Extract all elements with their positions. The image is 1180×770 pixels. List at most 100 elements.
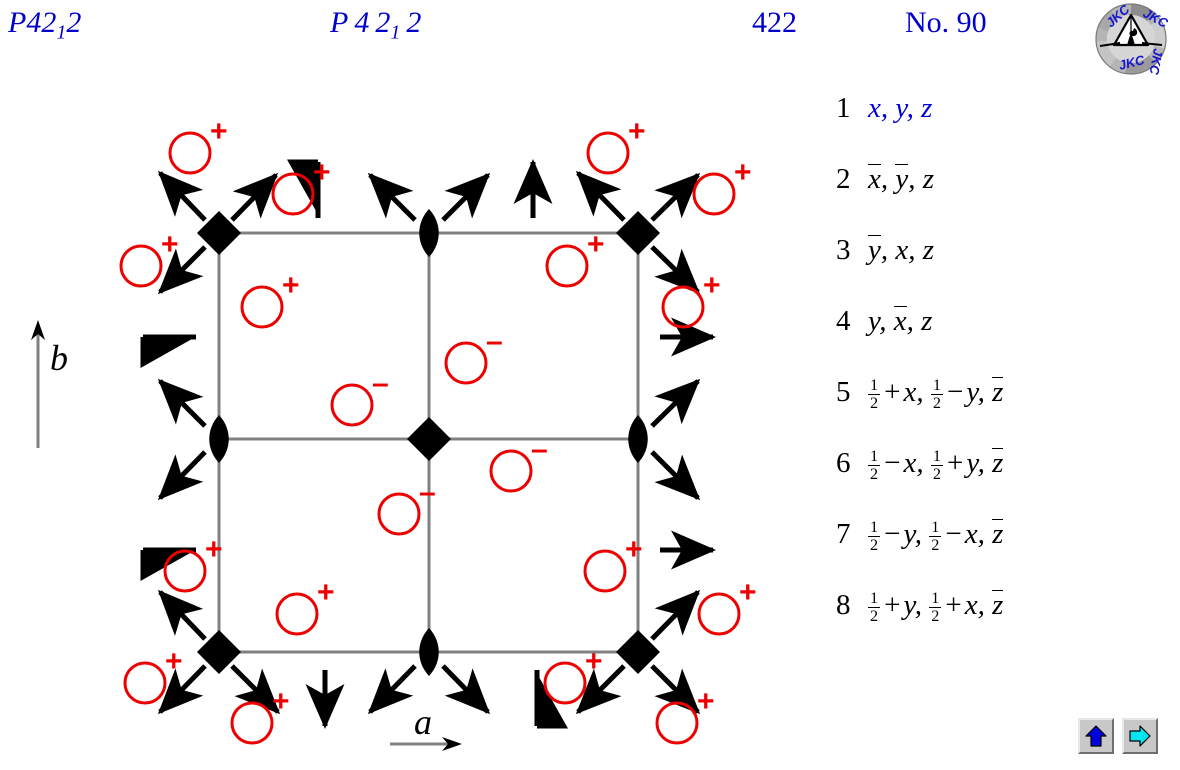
atom-circle <box>444 341 488 385</box>
atom-circle <box>163 549 207 593</box>
right-arrow-icon <box>1129 725 1151 747</box>
atom-sign: + <box>625 533 643 566</box>
atom-circle <box>583 549 627 593</box>
axis-a: a <box>390 702 462 751</box>
atom-sign: + <box>739 576 757 609</box>
atom-plus: + <box>586 115 646 175</box>
hm-symbol-short: P4212 <box>8 6 82 44</box>
symmetry-operations-list: 1 x, y, z 2 x, y, z 3 y, x, z 4 y, x, z … <box>836 86 1166 654</box>
atom-sign: + <box>317 576 335 609</box>
atom-plus: + <box>583 533 643 593</box>
operation-expression: x, y, z <box>868 163 935 195</box>
atom-circle <box>692 172 736 216</box>
general-position-atoms: + + + + + + + + – – – – + + + + + + + + <box>119 115 757 745</box>
atom-circle <box>275 592 319 636</box>
four-fold-axis-symbols <box>197 211 660 674</box>
atom-plus: + <box>275 576 335 636</box>
atom-circle <box>230 701 274 745</box>
axis-b: b <box>31 320 68 448</box>
atom-circle <box>240 285 284 329</box>
atom-plus: + <box>168 115 228 175</box>
atom-minus: – <box>330 367 389 427</box>
atom-sign: + <box>734 156 752 189</box>
operation-row-3: 3 y, x, z <box>836 228 1166 299</box>
atom-minus: – <box>377 476 436 536</box>
atom-sign: – <box>531 433 548 466</box>
space-group-diagram: + + + + + + + + – – – – + + + + + + + + b a <box>31 115 757 751</box>
atom-plus: + <box>697 576 757 636</box>
atom-circle <box>123 661 167 705</box>
atom-circle <box>377 492 421 536</box>
atom-circle <box>271 172 315 216</box>
operation-row-2: 2 x, y, z <box>836 157 1166 228</box>
axis-b-label: b <box>50 338 68 378</box>
jkc-logo-icon: JKC JKC JKC JKC <box>1095 2 1168 76</box>
atom-sign: + <box>585 645 603 678</box>
operation-number: 7 <box>836 518 851 550</box>
operation-row-1: 1 x, y, z <box>836 86 1166 157</box>
atom-circle <box>543 661 587 705</box>
atom-plus: + <box>543 645 603 705</box>
atom-sign: + <box>703 269 721 302</box>
atom-sign: + <box>161 228 179 261</box>
operation-number: 4 <box>836 305 851 337</box>
atom-sign: + <box>587 228 605 261</box>
nav-right-button[interactable] <box>1122 718 1158 754</box>
operation-number: 2 <box>836 163 851 195</box>
navigation-buttons <box>1078 718 1158 754</box>
operation-number: 6 <box>836 447 851 479</box>
atom-sign: + <box>282 269 300 302</box>
atom-minus: – <box>444 325 503 385</box>
nav-up-button[interactable] <box>1078 718 1114 754</box>
operation-expression: y, x, z <box>868 234 935 266</box>
atom-circle <box>330 383 374 427</box>
atom-plus: + <box>240 269 300 329</box>
operation-row-4: 4 y, x, z <box>836 299 1166 370</box>
atom-circle <box>489 449 533 493</box>
atom-sign: – <box>372 367 389 400</box>
axis-a-label: a <box>414 702 432 742</box>
operation-number: 3 <box>836 234 851 266</box>
operation-expression: x, y, z <box>868 92 933 124</box>
atom-plus: + <box>545 228 605 288</box>
atom-sign: + <box>210 115 228 148</box>
point-group-label: 422 <box>752 6 797 39</box>
two-fold-axis-symbols <box>209 209 648 676</box>
atom-plus: + <box>119 228 179 288</box>
diad-arrows <box>157 170 701 715</box>
atom-plus: + <box>655 685 715 745</box>
atom-sign: – <box>419 476 436 509</box>
atom-plus: + <box>123 645 183 705</box>
space-group-number-label: No. 90 <box>905 6 987 39</box>
atom-circle <box>697 592 741 636</box>
atom-plus: + <box>271 156 331 216</box>
atom-circle <box>655 701 699 745</box>
svg-text:JKC: JKC <box>1117 52 1146 73</box>
atom-plus: + <box>230 685 290 745</box>
up-arrow-icon <box>1085 725 1107 747</box>
atom-circle <box>586 131 630 175</box>
operation-expression: y, x, z <box>868 305 933 337</box>
atom-sign: – <box>486 325 503 358</box>
atom-circle <box>168 131 212 175</box>
atom-circle <box>119 244 163 288</box>
atom-sign: + <box>205 533 223 566</box>
operation-number: 1 <box>836 92 851 124</box>
svg-text:JKC: JKC <box>1146 47 1165 76</box>
atom-circle <box>545 244 589 288</box>
operation-number: 5 <box>836 376 851 408</box>
atom-circle <box>661 285 705 329</box>
atom-sign: + <box>313 156 331 189</box>
atom-sign: + <box>165 645 183 678</box>
atom-sign: + <box>272 685 290 718</box>
atom-plus: + <box>661 269 721 329</box>
